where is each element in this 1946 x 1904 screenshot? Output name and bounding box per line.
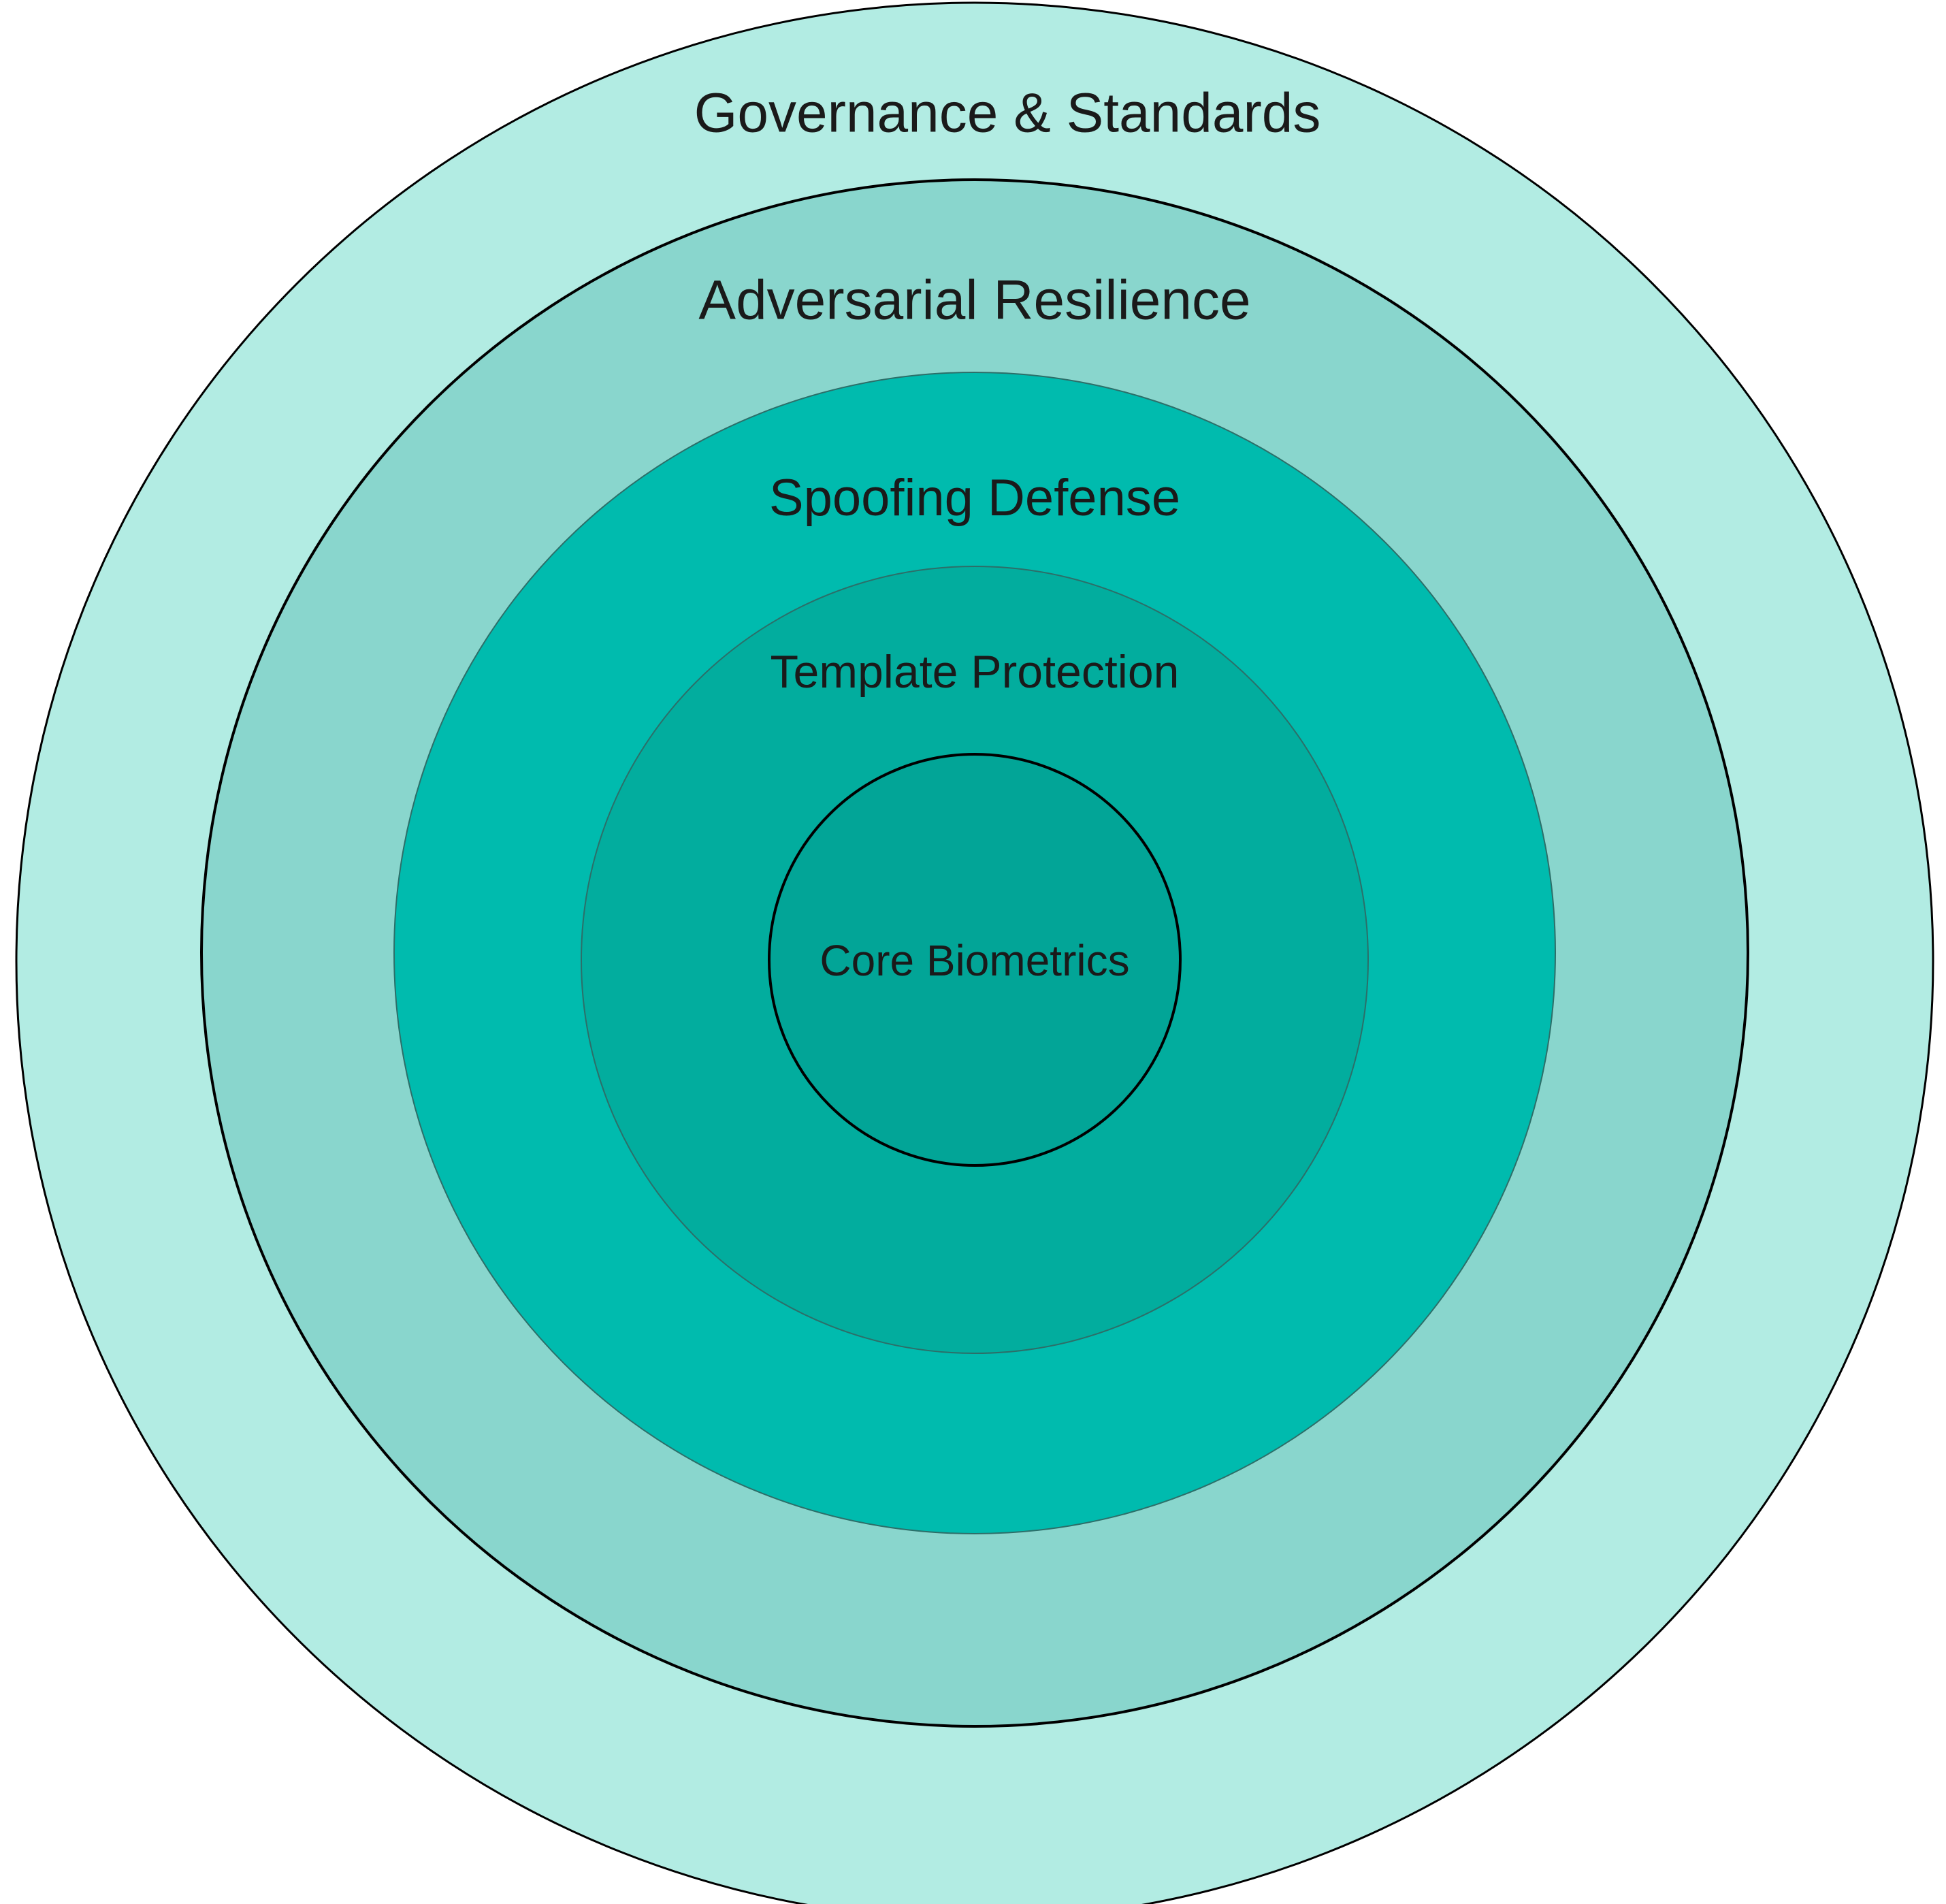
label-template: Template Protection xyxy=(771,646,1180,698)
ring-core xyxy=(768,753,1182,1167)
label-adversarial: Adversarial Resilience xyxy=(698,270,1250,332)
label-spoofing: Spoofing Defense xyxy=(769,469,1180,527)
label-governance: Governance & Standards xyxy=(694,82,1321,144)
label-core: Core Biometrics xyxy=(820,936,1129,985)
layer-core xyxy=(768,753,1182,1167)
